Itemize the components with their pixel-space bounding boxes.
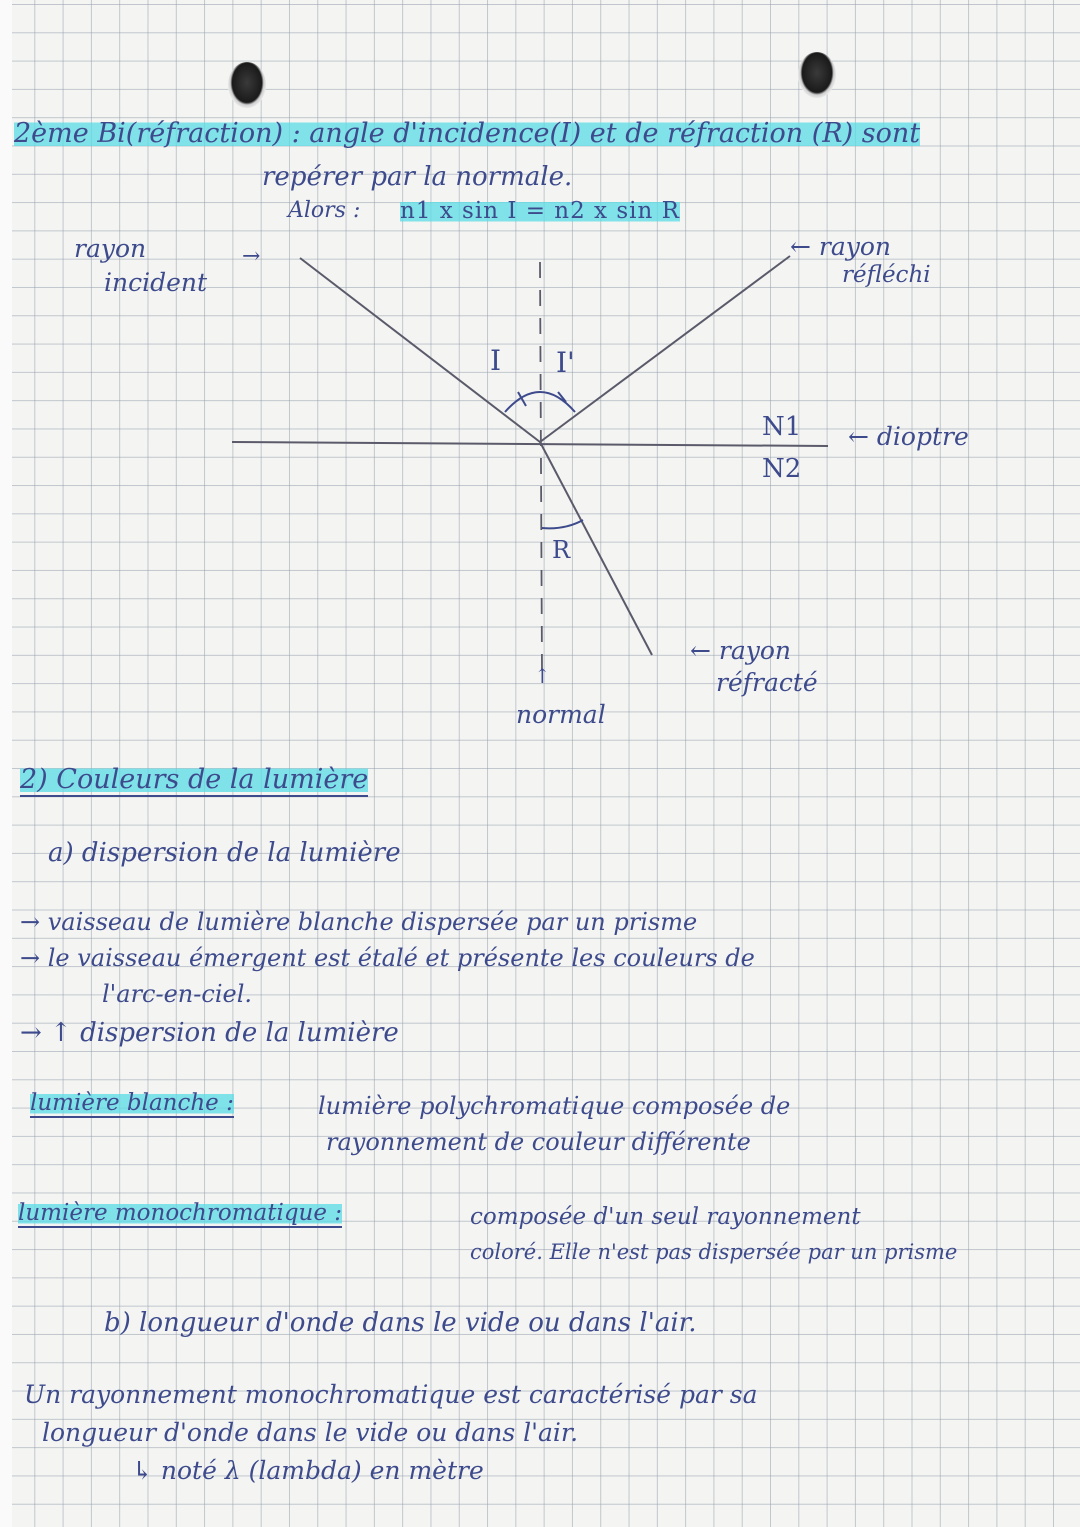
angle-I-prime-label: I' [556, 346, 575, 379]
medium-2-label: N2 [762, 454, 802, 484]
dioptre-line [231, 441, 829, 447]
mono-light-def-1: composée d'un seul rayonnement [470, 1204, 861, 1230]
normal-line [539, 261, 543, 673]
binder-hole-right [798, 52, 836, 98]
incident-label-1: rayon [74, 234, 147, 263]
final-line-3: ↳ noté λ (lambda) en mètre [132, 1456, 484, 1485]
final-line-2: longueur d'onde dans le vide ou dans l'a… [42, 1418, 579, 1447]
refraction-formula: n1 x sin I = n2 x sin R [400, 198, 680, 224]
angle-R-label: R [552, 536, 571, 564]
white-light-def-2: rayonnement de couleur différente [326, 1128, 751, 1156]
refracted-label-2: réfracté [716, 668, 818, 697]
normal-arrow: ↑ [534, 664, 551, 688]
formula-prefix: Alors : [288, 198, 361, 223]
white-light-term: lumière blanche : [30, 1090, 234, 1118]
bullet-2-line-1: → le vaisseau émergent est étalé et prés… [20, 944, 755, 972]
refracted-ray [539, 441, 653, 656]
header-line-1: 2ème Bi(réfraction) : angle d'incidence(… [14, 118, 921, 149]
bullet-1: → vaisseau de lumière blanche dispersée … [20, 908, 698, 936]
angle-I-label: I [490, 344, 502, 377]
binder-hole-left [228, 62, 266, 108]
reflected-label-2: réfléchi [842, 262, 931, 288]
mono-light-term: lumière monochromatique : [18, 1200, 343, 1228]
mono-light-term-text: lumière monochromatique : [18, 1200, 343, 1228]
refraction-formula-text: n1 x sin I = n2 x sin R [400, 198, 680, 224]
subsection-a-title: a) dispersion de la lumière [48, 838, 401, 868]
angle-arc-refraction [541, 519, 584, 530]
dioptre-label: ← dioptre [848, 422, 969, 451]
angle-tick-I [517, 391, 527, 407]
page-edge [0, 0, 12, 1527]
incident-label-2: incident [104, 268, 208, 297]
header-line-2: repérer par la normale. [262, 162, 573, 192]
incident-arrow: → [242, 244, 261, 269]
section-2-title: 2) Couleurs de la lumière [20, 764, 369, 797]
reflected-label-1: ← rayon [790, 232, 892, 261]
header-line-1-text: 2ème Bi(réfraction) : angle d'incidence(… [14, 118, 921, 149]
final-line-1: Un rayonnement monochromatique est carac… [24, 1380, 758, 1409]
normal-label: normal [516, 700, 606, 729]
incident-ray [299, 257, 541, 443]
reflected-ray [539, 255, 791, 443]
refracted-label-1: ← rayon [690, 636, 792, 665]
white-light-term-text: lumière blanche : [30, 1090, 234, 1118]
angle-arc-incidence [504, 391, 576, 413]
angle-tick-I-prime [557, 391, 567, 403]
subsection-b-title: b) longueur d'onde dans le vide ou dans … [104, 1308, 697, 1338]
medium-1-label: N1 [762, 412, 802, 442]
bullet-2-line-2: l'arc-en-ciel. [102, 980, 252, 1008]
section-2-title-text: 2) Couleurs de la lumière [20, 764, 369, 797]
mono-light-def-2: coloré. Elle n'est pas dispersée par un … [470, 1240, 958, 1264]
white-light-def-1: lumière polychromatique composée de [318, 1092, 791, 1120]
bullet-3: → ↑ dispersion de la lumière [20, 1018, 399, 1048]
